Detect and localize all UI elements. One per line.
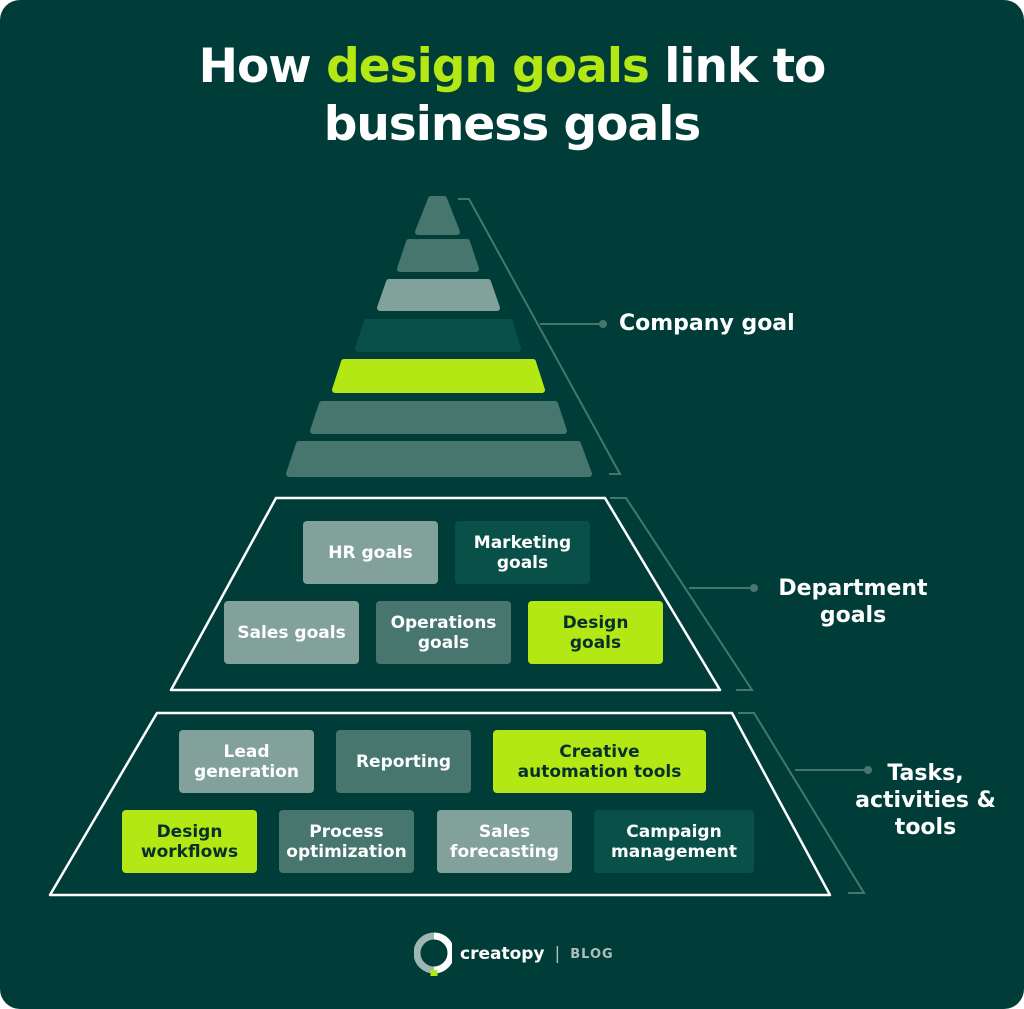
- title-line-2: business goals: [323, 97, 702, 152]
- footer-separator: |: [554, 944, 561, 964]
- department-goals-label: Department goals: [778, 576, 928, 628]
- brand-name: creatopy: [460, 944, 545, 964]
- tasks-bracket: [738, 712, 866, 894]
- creatopy-logo-icon: [414, 932, 452, 976]
- title-line-1: How design goals link to: [198, 39, 827, 94]
- footer: creatopy | BLOG: [414, 932, 614, 976]
- company-goal-connector-dot: [599, 320, 607, 328]
- pyramid-stripe-1: [415, 196, 460, 235]
- tasks-connector-dot: [864, 766, 872, 774]
- department-goals-connector-dot: [750, 584, 758, 592]
- tasks-label: Tasks, activities & tools: [855, 761, 996, 840]
- department-goals-outline: [169, 496, 722, 692]
- company-goal-bracket: [458, 198, 622, 475]
- pyramid-stripe-2: [397, 239, 479, 272]
- department-goals-bracket: [610, 497, 754, 691]
- pyramid-stripe-4: [355, 319, 521, 352]
- pyramid-stripe-3: [377, 279, 500, 311]
- sales-goals-box: Sales goals: [224, 601, 359, 664]
- reporting-box: Reporting: [336, 730, 471, 793]
- tasks-outline: [48, 711, 832, 897]
- pyramid-stripe-7: [286, 441, 592, 477]
- pyramid-stripe-5-design: [332, 359, 545, 393]
- company-goal-pyramid: [286, 196, 592, 477]
- company-goal-label: Company goal: [619, 311, 795, 336]
- title-highlight: design goals: [326, 39, 650, 94]
- pyramid-stripe-6: [310, 401, 567, 434]
- page-title: How design goals link to business goals: [0, 38, 1024, 154]
- footer-section: BLOG: [570, 946, 614, 962]
- hr-goals-box: HR goals: [303, 521, 438, 584]
